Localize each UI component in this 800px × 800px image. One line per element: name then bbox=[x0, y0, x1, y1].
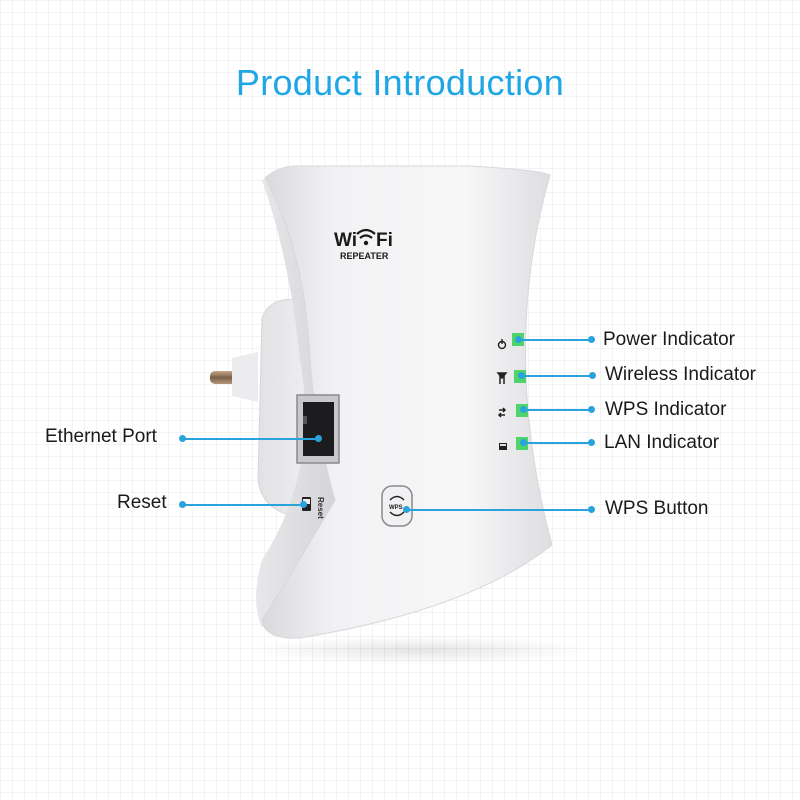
wireless-callout-line bbox=[522, 375, 592, 377]
plug-pin bbox=[210, 352, 258, 402]
lan-callout-end bbox=[588, 439, 595, 446]
label-power-indicator: Power Indicator bbox=[603, 329, 736, 350]
label-wireless-indicator: Wireless Indicator bbox=[605, 364, 756, 385]
svg-text:WPS: WPS bbox=[389, 505, 403, 511]
wps-button-icon: WPS bbox=[381, 485, 413, 527]
power-led-dot bbox=[515, 336, 522, 343]
ethernet-port-dot bbox=[315, 435, 322, 442]
label-wps-indicator: WPS Indicator bbox=[605, 399, 727, 420]
wireless-callout-end bbox=[589, 372, 596, 379]
antenna-icon bbox=[496, 372, 508, 384]
svg-text:REPEATER: REPEATER bbox=[340, 251, 389, 261]
device-body bbox=[261, 165, 553, 639]
reset-callout-start bbox=[179, 501, 186, 508]
lan-led-dot bbox=[520, 439, 527, 446]
power-callout-end bbox=[588, 336, 595, 343]
svg-text:Wi: Wi bbox=[334, 230, 357, 251]
svg-text:Fi: Fi bbox=[376, 230, 393, 251]
label-ethernet-port: Ethernet Port bbox=[45, 426, 157, 447]
lan-callout-line bbox=[524, 442, 591, 444]
ethernet-callout-line bbox=[183, 438, 319, 440]
wifi-icon bbox=[356, 228, 376, 246]
page-title: Product Introduction bbox=[235, 62, 565, 103]
wifi-repeater-logo: Wi Fi REPEATER bbox=[334, 228, 393, 261]
label-reset: Reset bbox=[117, 492, 167, 513]
wps-callout-end bbox=[588, 406, 595, 413]
wps-button-dot bbox=[403, 506, 410, 513]
wps-button-callout-end bbox=[588, 506, 595, 513]
power-callout-line bbox=[519, 339, 591, 341]
svg-text:Reset: Reset bbox=[316, 497, 325, 519]
wps-button-callout-line bbox=[407, 509, 591, 511]
wps-arrows-icon bbox=[497, 407, 507, 418]
ethernet-port-icon bbox=[296, 394, 340, 464]
power-icon bbox=[497, 339, 507, 350]
wps-callout-line bbox=[524, 409, 591, 411]
wps-led-dot bbox=[520, 406, 527, 413]
ethernet-callout-start bbox=[179, 435, 186, 442]
label-wps-button: WPS Button bbox=[605, 498, 709, 519]
wireless-led-dot bbox=[518, 372, 525, 379]
reset-callout-line bbox=[183, 504, 303, 506]
reset-switch-dot bbox=[300, 501, 307, 508]
lan-icon bbox=[499, 443, 507, 450]
label-lan-indicator: LAN Indicator bbox=[604, 432, 720, 453]
